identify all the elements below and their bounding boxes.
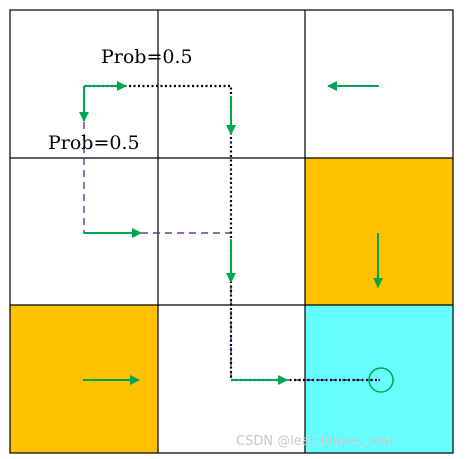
trajectory-arrows [79, 81, 288, 385]
watermark: CSDN @leaf_leaves_leaf [236, 434, 394, 449]
stay-circle-icon [368, 367, 394, 393]
cell-r0-c1 [158, 10, 305, 158]
prob-label-left: Prob=0.5 [48, 132, 140, 154]
cell-r0-c2 [305, 10, 453, 158]
cell-r2-c2-target [305, 305, 453, 453]
prob-label-top: Prob=0.5 [101, 46, 193, 68]
policy-arrows [83, 81, 394, 393]
cell-r0-c0 [10, 10, 158, 158]
trajectory-dotted [84, 84, 380, 382]
